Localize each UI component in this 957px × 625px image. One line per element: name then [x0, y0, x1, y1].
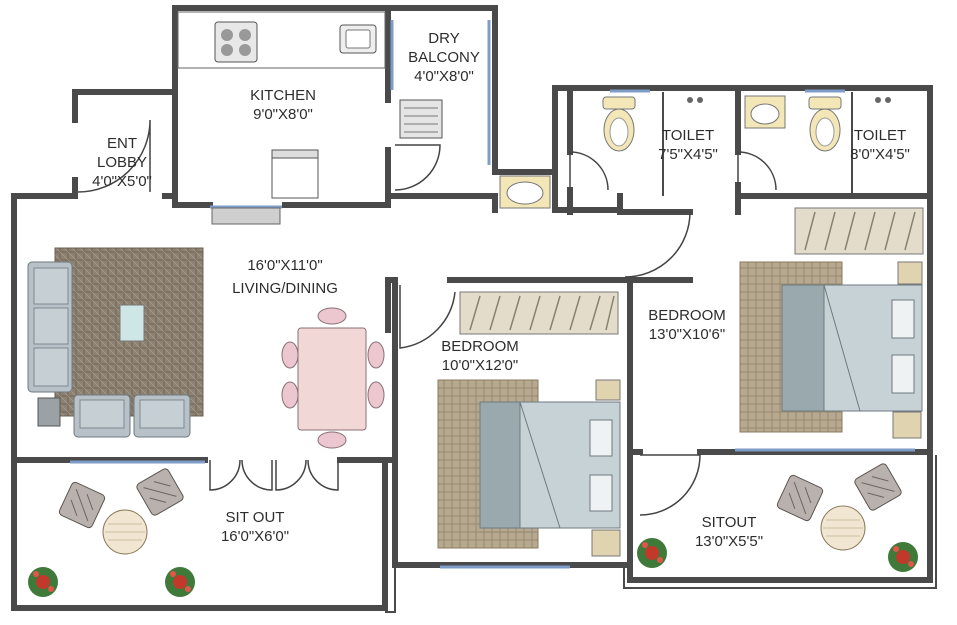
kitchen-mat-icon: [211, 207, 281, 225]
parapet-lines: [385, 92, 937, 613]
washbasin-icon: [499, 175, 551, 209]
patio-chair-icon: [854, 463, 902, 511]
room-name: LOBBY: [96, 154, 148, 171]
patio-chair-icon: [58, 481, 106, 529]
round-table-icon: [820, 505, 866, 551]
dry-balcony-label: DRY BALCONY 4'0"X8'0": [396, 29, 492, 86]
bedroom-2-furniture: [739, 207, 924, 439]
room-name: BEDROOM: [648, 307, 726, 324]
room-size: 4'0"X8'0": [414, 68, 474, 85]
toilet-2-label: TOILET 8'0"X4'5": [830, 126, 930, 164]
bathroom-fixtures: [499, 95, 891, 209]
patio-chair-icon: [776, 474, 824, 522]
sit-out-label: SIT OUT 16'0"X6'0": [200, 508, 310, 546]
living-furniture: [27, 247, 204, 438]
potted-plant-icon: [637, 538, 667, 568]
ent-lobby-label: ENT LOBBY 4'0"X5'0": [76, 134, 168, 191]
room-name: TOILET: [661, 127, 715, 144]
dining-set-icon: [281, 307, 385, 449]
washbasin-icon: [744, 95, 786, 129]
room-size: 7'5"X4'5": [658, 146, 718, 163]
washing-machine-icon: [399, 99, 443, 139]
toilet-seat-icon: [808, 96, 842, 152]
sofa-icon: [27, 261, 73, 393]
bedroom-1-furniture: [437, 291, 621, 557]
nightstand-icon: [595, 379, 621, 401]
room-size: 9'0"X8'0": [253, 106, 313, 123]
doors: [77, 119, 777, 516]
kitchen-fixtures: [177, 11, 443, 225]
fridge-icon: [271, 149, 319, 199]
room-name: ENT: [107, 135, 137, 152]
room-size: 8'0"X4'5": [850, 146, 910, 163]
room-size: 13'0"X10'6": [648, 326, 726, 343]
round-table-icon: [102, 509, 148, 555]
nightstand-icon: [591, 529, 621, 557]
bedroom-1-label: BEDROOM 10'0"X12'0": [420, 337, 540, 375]
sitout-label: SITOUT 13'0"X5'5": [672, 513, 786, 551]
kitchen-sink-icon: [339, 24, 377, 54]
stove-icon: [214, 21, 258, 63]
room-name: LIVING/DINING: [232, 280, 338, 297]
room-size: 16'0"X11'0": [247, 257, 323, 274]
room-name: SITOUT: [701, 514, 757, 531]
room-name: BEDROOM: [441, 338, 519, 355]
wardrobe-icon: [794, 207, 924, 255]
toilet-1-label: TOILET 7'5"X4'5": [638, 126, 738, 164]
windows: [70, 20, 915, 569]
sit-out-furniture: [28, 468, 195, 597]
nightstand-icon: [892, 411, 922, 439]
armchair-icon: [133, 394, 191, 438]
nightstand-icon: [897, 261, 923, 285]
room-name: TOILET: [853, 127, 907, 144]
room-name: SIT OUT: [225, 509, 285, 526]
shower-icon: [687, 97, 891, 103]
room-size: 10'0"X12'0": [441, 357, 519, 374]
potted-plant-icon: [165, 567, 195, 597]
side-table-icon: [37, 397, 61, 427]
sitout-furniture: [637, 463, 918, 572]
toilet-seat-icon: [602, 96, 636, 152]
room-size: 13'0"X5'5": [694, 533, 764, 550]
living-dining-label: 16'0"X11'0" LIVING/DINING: [210, 256, 360, 298]
bedroom-2-label: BEDROOM 13'0"X10'6": [630, 306, 744, 344]
room-name: DRY: [428, 30, 460, 47]
room-name: KITCHEN: [250, 87, 316, 104]
bed-icon: [781, 284, 923, 412]
armchair-icon: [73, 394, 131, 438]
potted-plant-icon: [28, 567, 58, 597]
bed-icon: [479, 401, 621, 529]
patio-chair-icon: [136, 468, 184, 516]
room-name: BALCONY: [408, 49, 480, 66]
room-size: 4'0"X5'0": [92, 173, 152, 190]
room-size: 16'0"X6'0": [220, 528, 290, 545]
kitchen-label: KITCHEN 9'0"X8'0": [228, 86, 338, 124]
coffee-table-icon: [119, 304, 145, 342]
potted-plant-icon: [888, 542, 918, 572]
